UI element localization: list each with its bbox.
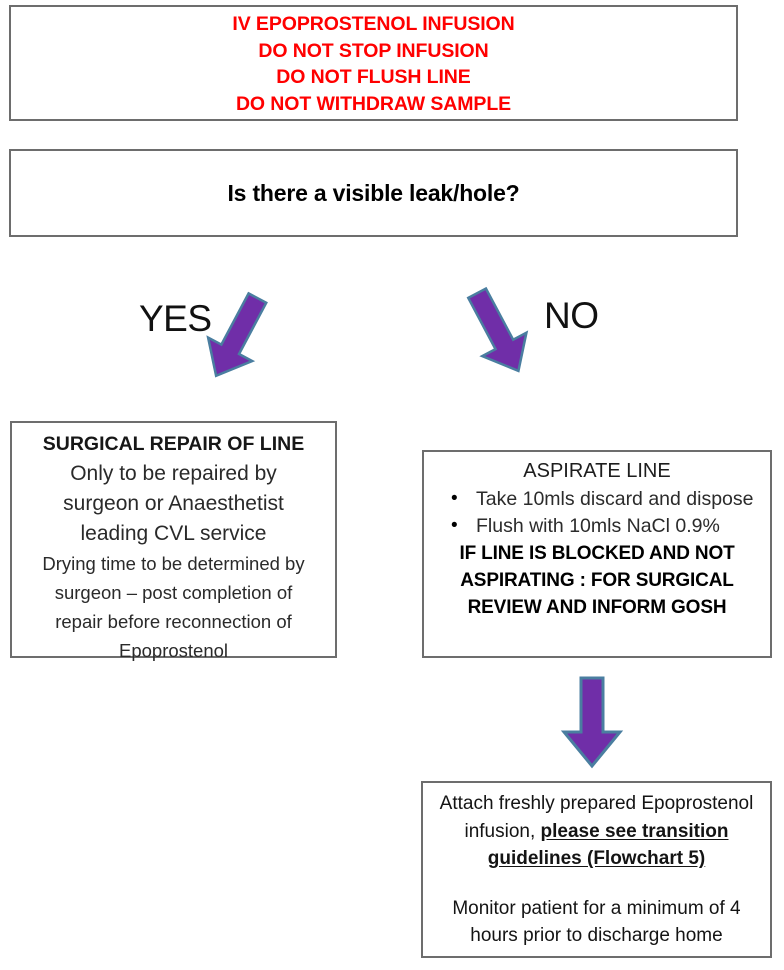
arrow-down-right-icon [456,283,536,383]
decision-question-box: Is there a visible leak/hole? [9,149,738,237]
aspirate-emphasis-line-3: REVIEW AND INFORM GOSH [467,597,727,618]
surgical-repair-line-4: Drying time to be determined by [42,553,305,574]
surgical-repair-box: SURGICAL REPAIR OF LINE Only to be repai… [10,421,337,661]
surgical-repair-line-6: repair before reconnection of [55,611,292,632]
attach-infusion-paragraph: Attach freshly prepared Epoprostenol inf… [427,790,766,873]
attach-infusion-box: Attach freshly prepared Epoprostenol inf… [421,781,772,958]
list-item: Flush with 10mls NaCl 0.9% [451,512,760,540]
list-item: Take 10mls discard and dispose [451,485,760,513]
warning-line-4: DO NOT WITHDRAW SAMPLE [235,92,512,115]
warning-line-2: DO NOT STOP INFUSION [258,39,489,62]
surgical-repair-line-2: surgeon or Anaesthetist [63,492,284,515]
warning-box: IV EPOPROSTENOL INFUSION DO NOT STOP INF… [9,5,738,121]
branch-label-yes: YES [139,298,212,339]
aspirate-emphasis-line-2: ASPIRATING : FOR SURGICAL [460,570,734,591]
transition-guidelines-link[interactable]: please see transition guidelines (Flowch… [487,820,729,870]
aspirate-line-bullet-list: Take 10mls discard and dispose Flush wit… [424,485,770,540]
surgical-repair-line-5: surgeon – post completion of [54,582,293,603]
aspirate-line-box: ASPIRATE LINE Take 10mls discard and dis… [422,450,772,658]
attach-infusion-text-prefix: Attach freshly prepared Epoprostenol inf… [439,793,754,842]
arrow-down-icon [560,675,624,771]
warning-line-3: DO NOT FLUSH LINE [276,66,471,88]
monitor-patient-paragraph: Monitor patient for a minimum of 4 hours… [452,897,741,947]
decision-question-text: Is there a visible leak/hole? [227,180,520,206]
warning-line-1: IV EPOPROSTENOL INFUSION [232,13,515,35]
surgical-repair-line-1: Only to be repaired by [70,462,277,485]
surgical-repair-line-3: leading CVL service [80,522,267,545]
branch-label-no: NO [544,295,599,336]
aspirate-emphasis-line-1: IF LINE IS BLOCKED AND NOT [459,543,735,564]
surgical-repair-line-7: Epoprostenol [118,640,229,661]
surgical-repair-heading: SURGICAL REPAIR OF LINE [42,433,305,455]
arrow-down-left-icon [200,288,270,384]
aspirate-line-heading: ASPIRATE LINE [523,460,671,482]
